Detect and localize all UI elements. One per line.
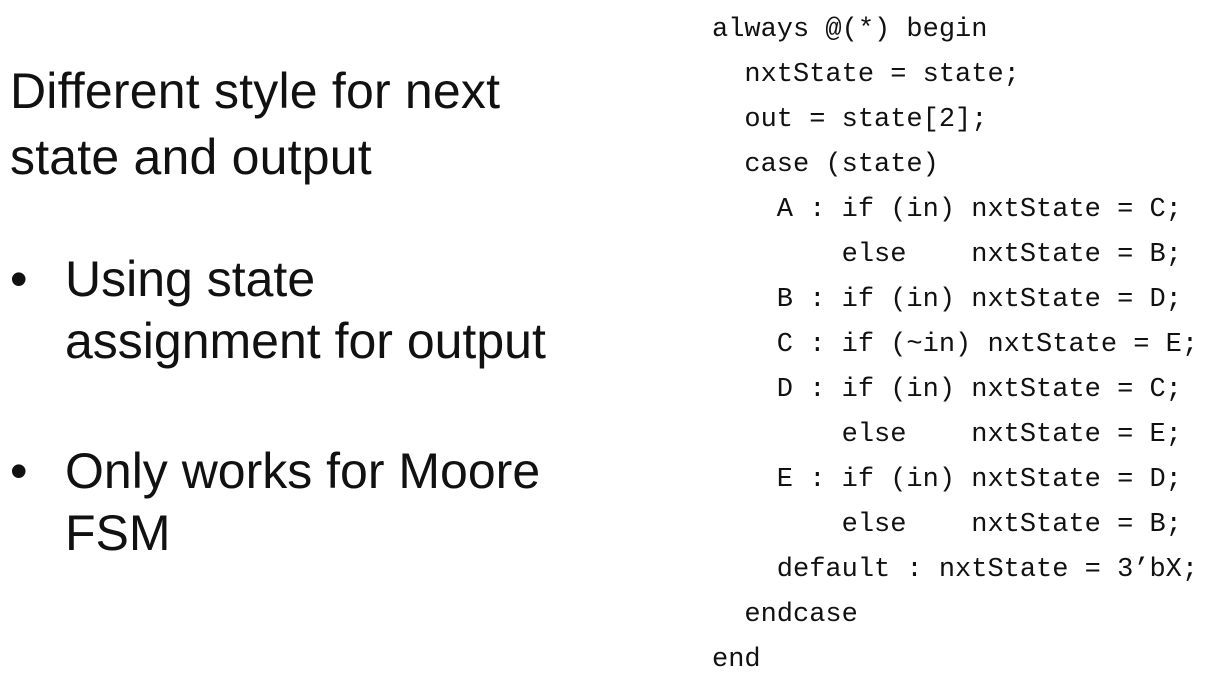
code-line: default : nxtState = 3’bX; [712, 555, 1199, 585]
code-line: always @(*) begin [712, 15, 988, 45]
code-line: D : if (in) nxtState = C; [712, 375, 1182, 405]
slide-text-column: Different style for next state and outpu… [10, 58, 650, 632]
code-line: C : if (~in) nxtState = E; [712, 330, 1199, 360]
code-line: B : if (in) nxtState = D; [712, 285, 1182, 315]
verilog-code-block: always @(*) begin nxtState = state; out … [712, 8, 1198, 683]
code-line: else nxtState = B; [712, 240, 1182, 270]
code-line: out = state[2]; [712, 105, 988, 135]
bullet-line-1: Using state [65, 251, 316, 307]
bullet-line-2: FSM [65, 505, 171, 561]
bullet-item: • Only works for Moore FSM [10, 440, 650, 564]
slide-heading: Different style for next state and outpu… [10, 58, 650, 190]
bullet-item: • Using state assignment for output [10, 248, 650, 372]
code-line: end [712, 645, 761, 675]
code-line: else nxtState = E; [712, 420, 1182, 450]
bullet-marker: • [10, 443, 28, 499]
code-line: E : if (in) nxtState = D; [712, 465, 1182, 495]
bullet-list: • Using state assignment for output • On… [10, 248, 650, 564]
bullet-line-2: assignment for output [65, 313, 546, 369]
code-line: endcase [712, 600, 858, 630]
code-line: nxtState = state; [712, 60, 1020, 90]
heading-line-1: Different style for next [10, 63, 501, 119]
code-line: else nxtState = B; [712, 510, 1182, 540]
bullet-marker: • [10, 251, 28, 307]
code-line: case (state) [712, 150, 939, 180]
code-line: A : if (in) nxtState = C; [712, 195, 1182, 225]
heading-line-2: state and output [10, 129, 372, 185]
bullet-line-1: Only works for Moore [65, 443, 541, 499]
